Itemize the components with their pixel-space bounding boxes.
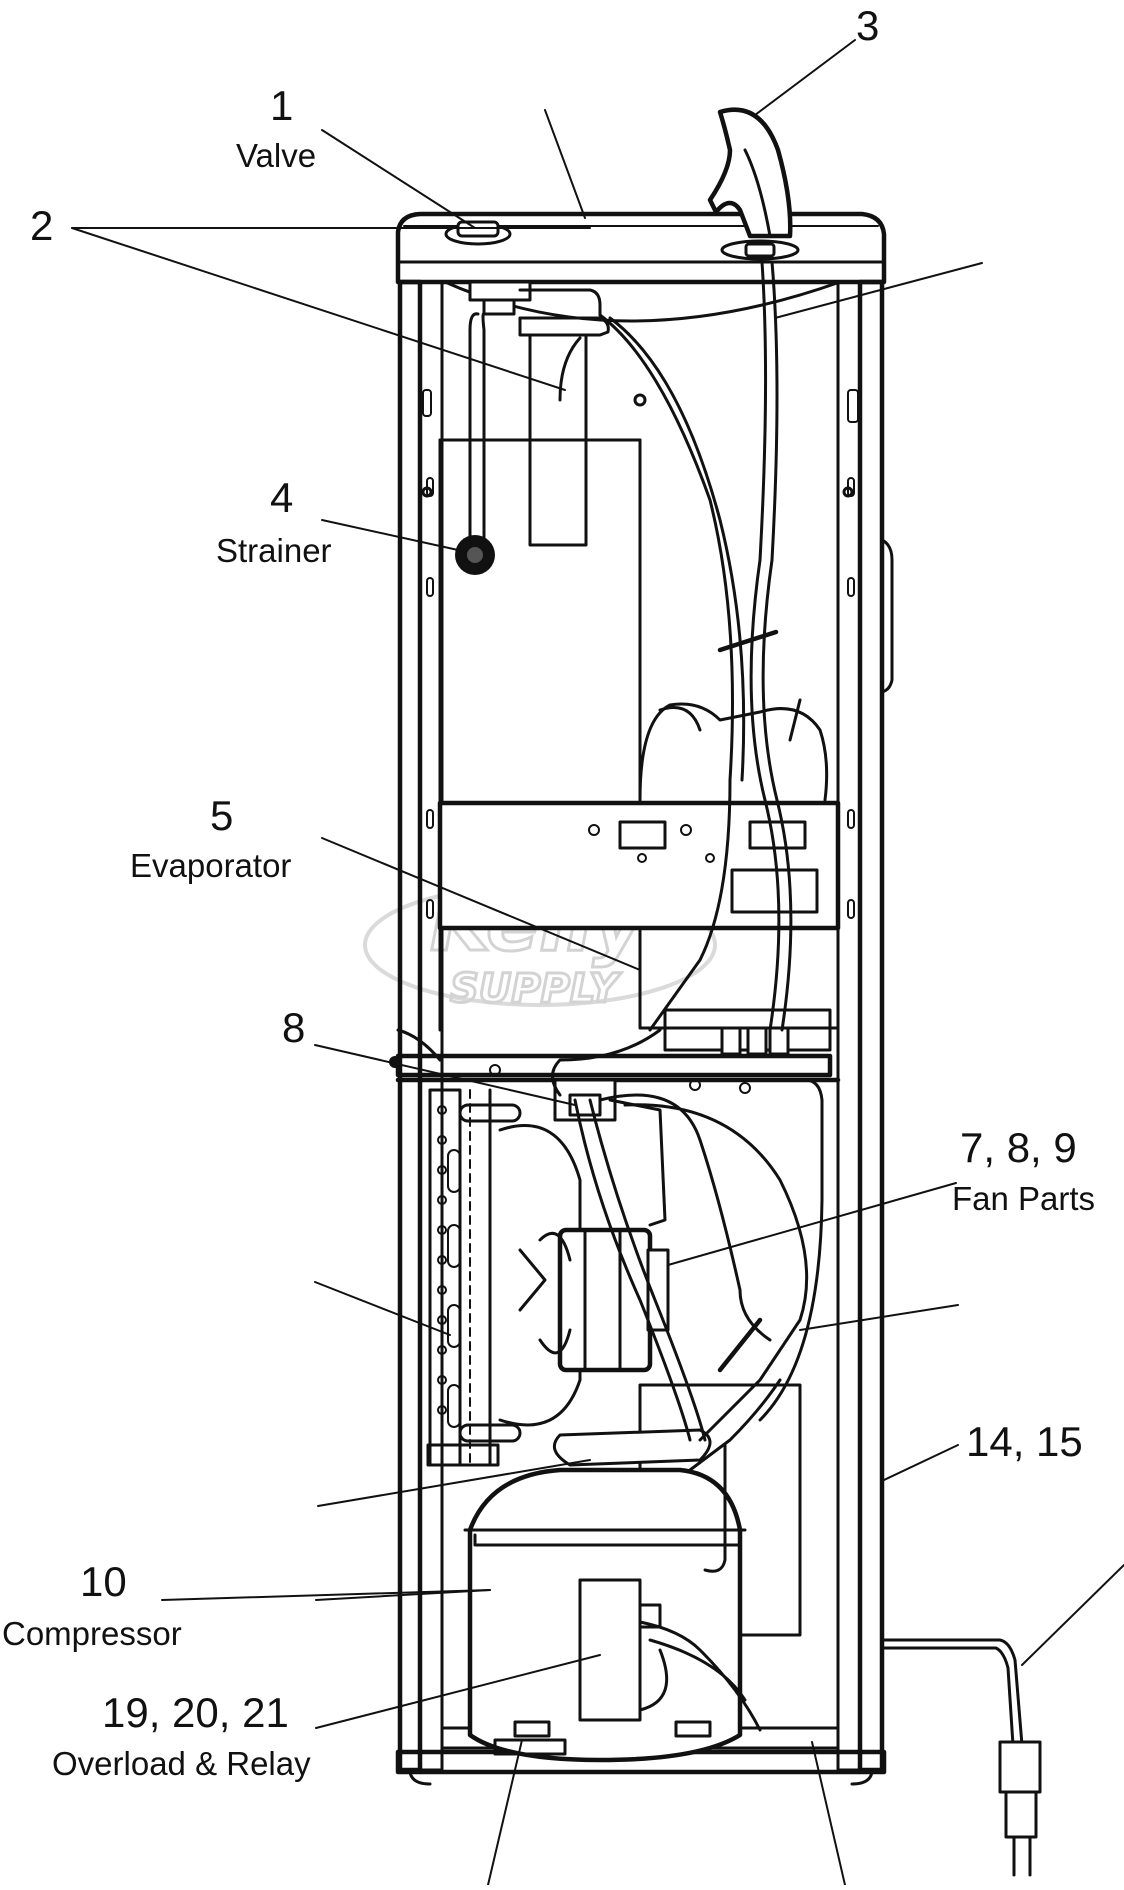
callout-14-15: 14, 15: [966, 1418, 1083, 1465]
callout-5-label: Evaporator: [130, 847, 291, 884]
callout-5: 5 Evaporator: [130, 792, 291, 884]
upper-motor: [638, 698, 829, 802]
callout-8: 8: [282, 1004, 305, 1051]
callout-789-number: 7, 8, 9: [960, 1124, 1077, 1171]
fan-assembly: [498, 1124, 670, 1427]
valve-assembly: [444, 220, 602, 317]
tubing: [551, 260, 809, 1732]
callout-192021-number: 19, 20, 21: [102, 1689, 289, 1736]
leader-lines: [71, 39, 1124, 1886]
power-cord: [880, 1638, 1042, 1877]
callout-1: 1 Valve: [236, 82, 316, 174]
right-bracket: [758, 1078, 824, 1422]
callout-10-number: 10: [80, 1558, 127, 1605]
callout-4-label: Strainer: [216, 532, 332, 569]
callout-4: 4 Strainer: [216, 474, 332, 569]
callout-4-number: 4: [270, 474, 293, 521]
top-basin: [395, 211, 887, 285]
watermark-text-2: SUPPLY: [450, 966, 622, 1012]
callout-2: 2: [30, 202, 53, 249]
callout-8-number: 8: [282, 1004, 305, 1051]
upper-panel: [421, 393, 854, 1032]
callout-789-label: Fan Parts: [952, 1180, 1095, 1217]
callout-1-label: Valve: [236, 137, 316, 174]
callout-10: 10 Compressor: [2, 1558, 182, 1652]
compressor: [463, 1428, 747, 1763]
callout-1415-number: 14, 15: [966, 1418, 1083, 1465]
callout-3: 3: [856, 2, 879, 49]
cable-ties: [717, 629, 779, 1373]
callout-2-number: 2: [30, 202, 53, 249]
condenser: [426, 1088, 522, 1467]
fan-shroud: [608, 1098, 667, 1227]
callout-3-number: 3: [856, 2, 879, 49]
callout-19-20-21: 19, 20, 21 Overload & Relay: [52, 1689, 311, 1782]
callout-5-number: 5: [210, 792, 233, 839]
cabinet-frame: [395, 211, 894, 1786]
callout-192021-label: Overload & Relay: [52, 1745, 311, 1782]
callout-7-8-9: 7, 8, 9 Fan Parts: [952, 1124, 1095, 1217]
callout-10-label: Compressor: [2, 1615, 182, 1652]
strainer: [455, 312, 610, 575]
bubbler-nozzle: [707, 107, 800, 261]
callout-1-number: 1: [270, 82, 293, 129]
